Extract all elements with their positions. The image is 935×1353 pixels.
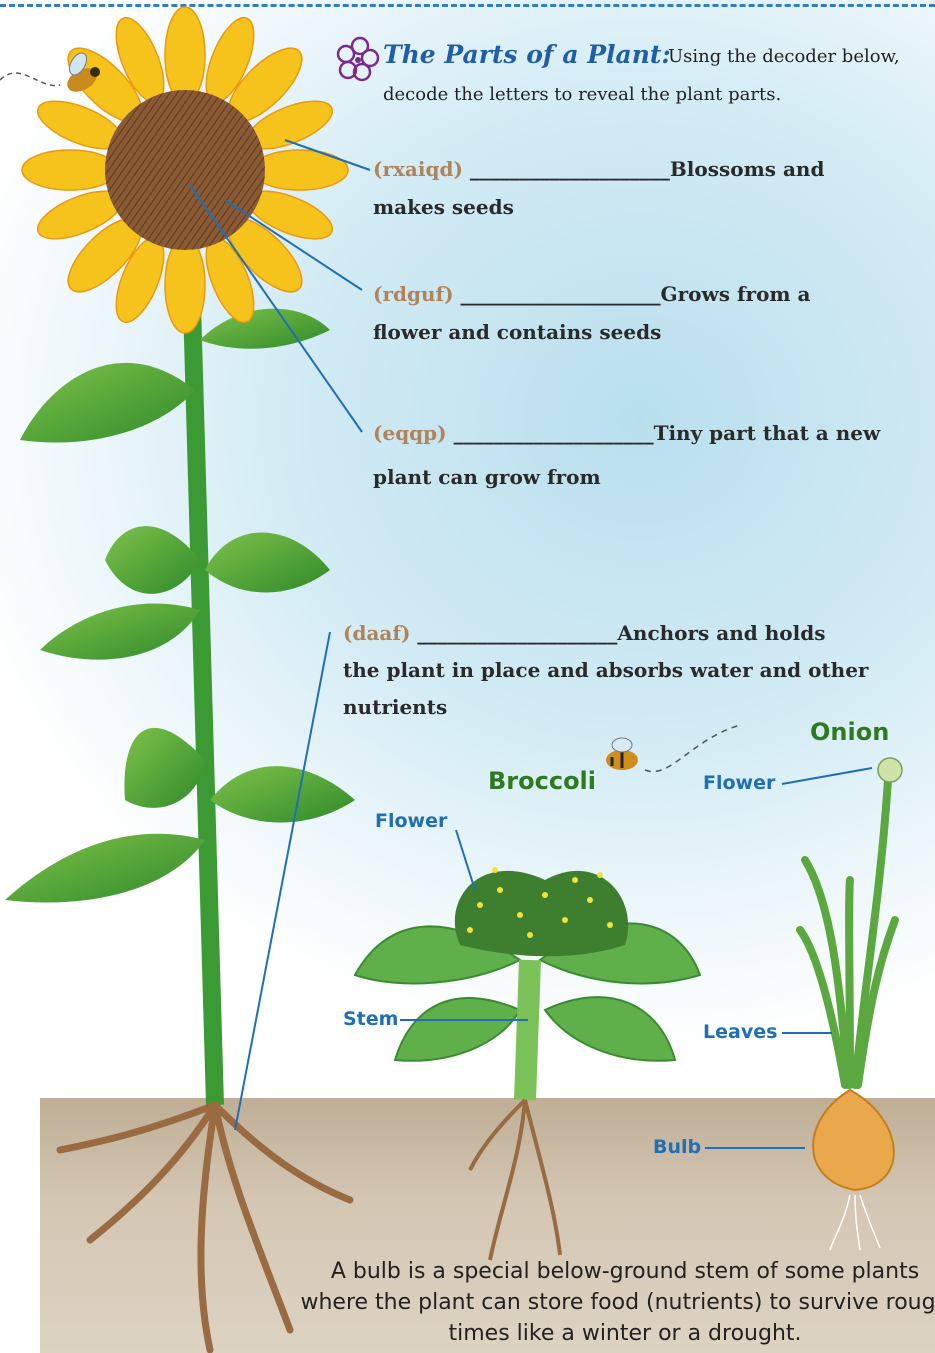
question-text-continued: flower and contains seeds [373,313,913,351]
code-word: (daaf) [343,621,410,645]
answer-blank[interactable]: ____________________ [470,157,670,181]
answer-blank[interactable]: ____________________ [461,282,661,306]
question-text-continued: plant can grow from [373,458,923,496]
question-fruit: (rdguf) ____________________Grows from a… [373,275,913,351]
code-word: (rxaiqd) [373,157,463,181]
question-text-continued: makes seeds [373,188,913,226]
question-seed: (eqqp) ____________________Tiny part tha… [373,414,923,496]
instructions-line-1: Using the decoder below, [668,46,900,67]
broccoli-stem-label: Stem [343,1008,398,1030]
broccoli-flower-label: Flower [375,810,447,832]
question-text-continued: the plant in place and absorbs water and… [343,652,923,689]
onion-bulb-label: Bulb [653,1136,701,1158]
question-text: Blossoms and [670,157,825,181]
onion-flower-label: Flower [703,772,775,794]
onion-title: Onion [810,718,889,746]
answer-blank[interactable]: ____________________ [454,421,654,445]
page-title: The Parts of a Plant: [383,40,671,69]
answer-blank[interactable]: ____________________ [417,621,617,645]
question-text: Tiny part that a new [654,421,881,445]
code-word: (rdguf) [373,282,454,306]
instructions-line-2: decode the letters to reveal the plant p… [383,84,781,105]
question-flower: (rxaiqd) ____________________Blossoms an… [373,150,913,226]
question-text: Grows from a [661,282,811,306]
code-word: (eqqp) [373,421,447,445]
question-root: (daaf) ____________________Anchors and h… [343,615,923,726]
bulb-fact-note: A bulb is a special below-ground stem of… [300,1256,935,1349]
question-text: Anchors and holds [617,621,825,645]
onion-leaves-label: Leaves [703,1021,777,1043]
broccoli-title: Broccoli [488,767,596,795]
